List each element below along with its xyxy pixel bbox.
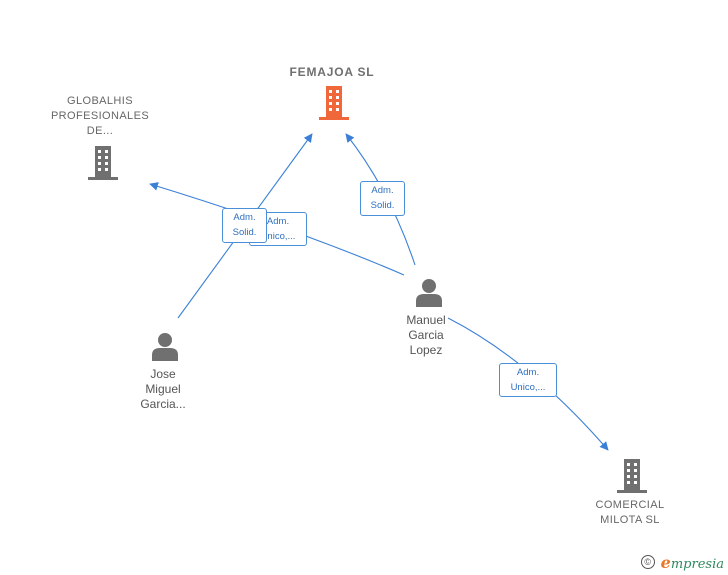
edge-label-manuel-femajoa[interactable]: Adm. Solid. <box>360 181 405 216</box>
jose-line-3: Garcia... <box>140 397 186 411</box>
globalhis-line-3: DE... <box>86 125 114 137</box>
comercial-line-1: COMERCIAL <box>595 499 665 511</box>
edge-label-manuel-comercial[interactable]: Adm. Unico,... <box>499 363 557 397</box>
edge-label-line: Adm. <box>371 185 394 196</box>
manuel-line-1: Manuel <box>406 313 446 327</box>
edge-label-line: Unico,... <box>510 382 546 393</box>
edge-label-line: Adm. <box>266 216 290 227</box>
brand-logo[interactable]: empresia <box>661 553 724 572</box>
jose-line-2: Miguel <box>145 382 181 396</box>
node-label-femajoa: FEMAJOA SL <box>289 65 375 79</box>
copyright-icon: © <box>640 555 655 569</box>
footer-brand: © empresia <box>640 552 724 572</box>
jose-line-1: Jose <box>150 367 176 381</box>
node-label-globalhis: GLOBALHIS PROFESIONALES DE... <box>40 94 160 139</box>
building-icon[interactable] <box>615 458 649 494</box>
person-icon[interactable] <box>414 277 444 307</box>
edge-label-line: Solid. <box>232 227 257 238</box>
comercial-line-2: MILOTA SL <box>600 514 660 526</box>
node-label-jose: Jose Miguel Garcia... <box>123 367 203 412</box>
brand-initial: e <box>660 552 671 572</box>
brand-name: mpresia <box>670 556 724 572</box>
globalhis-line-2: PROFESIONALES <box>50 110 150 122</box>
edge-label-line: Unico,... <box>260 231 296 242</box>
edge-label-line: Adm. <box>233 212 256 223</box>
node-label-manuel: Manuel Garcia Lopez <box>386 313 466 358</box>
globalhis-line-1: GLOBALHIS <box>67 95 133 107</box>
manuel-line-3: Lopez <box>409 343 443 357</box>
edge-label-jose-femajoa[interactable]: Adm. Solid. <box>222 208 267 243</box>
edge-label-line: Adm. <box>516 367 540 378</box>
edge-label-line: Solid. <box>370 200 395 211</box>
building-icon[interactable] <box>318 85 350 121</box>
building-icon[interactable] <box>86 145 120 181</box>
person-icon[interactable] <box>150 331 180 361</box>
node-label-comercial: COMERCIAL MILOTA SL <box>578 498 682 528</box>
manuel-line-2: Garcia <box>408 328 444 342</box>
